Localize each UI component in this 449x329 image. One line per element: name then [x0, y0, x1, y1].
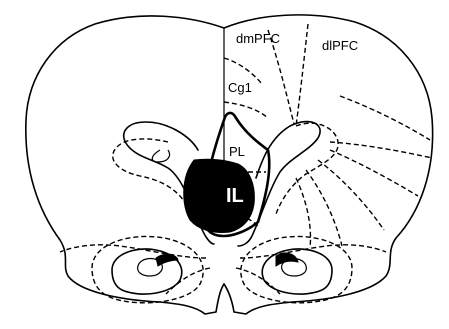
dmpfc-dlpfc-boundary	[296, 24, 308, 126]
left-ventral-black-mark	[156, 254, 178, 266]
label-dlpfc: dlPFC	[322, 38, 358, 53]
il-region-fill	[184, 159, 255, 232]
left-forceps-dashed	[113, 139, 186, 204]
lateral-boundary-6	[340, 96, 430, 140]
left-ventricle-inner	[152, 150, 169, 162]
right-ventral-black-mark	[276, 253, 298, 266]
label-cg1: Cg1	[228, 80, 252, 95]
lateral-boundary-4	[306, 170, 342, 246]
label-pl: PL	[229, 144, 245, 159]
left-ventral-dashed-ring	[92, 236, 203, 302]
right-hemisphere-outline	[224, 15, 433, 314]
lateral-boundary-1	[330, 142, 432, 158]
lateral-boundary-2	[330, 150, 418, 196]
cg1-pl-boundary	[224, 102, 268, 118]
left-deep-dashed-1	[60, 245, 206, 258]
left-deep-dashed-2	[166, 268, 210, 294]
right-forceps-dashed	[276, 123, 338, 214]
right-ventral-dashed-ring	[241, 236, 352, 302]
label-dmpfc: dmPFC	[236, 31, 280, 46]
label-il: IL	[226, 185, 244, 207]
